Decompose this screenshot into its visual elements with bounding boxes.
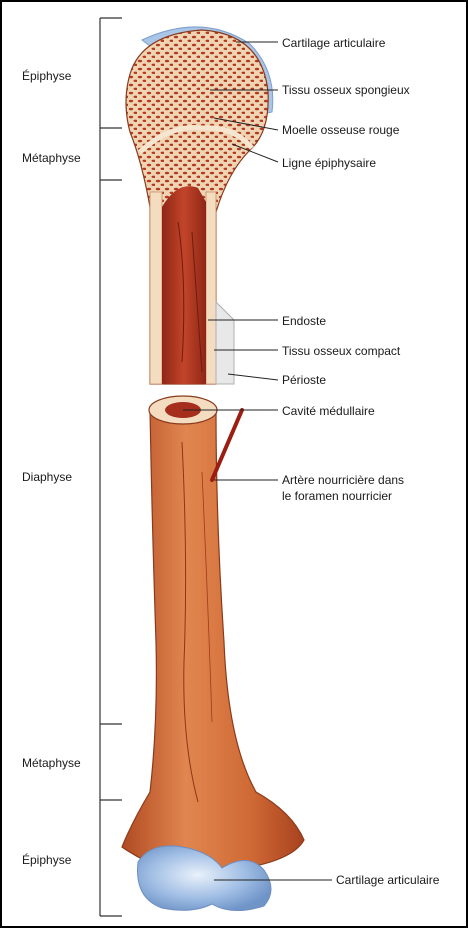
callout-cartilage-top: Cartilage articulaire <box>282 36 385 51</box>
callout-artere-line1: Artère nourricière dans <box>282 473 404 488</box>
callout-tissu-spongieux: Tissu osseux spongieux <box>282 83 410 98</box>
callout-tissu-compact: Tissu osseux compact <box>282 344 400 359</box>
periosteum-flap <box>216 302 234 384</box>
label-epiphyse-top: Épiphyse <box>22 69 71 84</box>
label-metaphyse-top: Métaphyse <box>22 151 81 166</box>
callout-cavite-medullaire: Cavité médullaire <box>282 404 375 419</box>
callout-endoste: Endoste <box>282 314 326 329</box>
callout-artere-line2: le foramen nourricier <box>282 489 392 504</box>
callout-ligne-epiphysaire: Ligne épiphysaire <box>282 156 376 171</box>
label-metaphyse-bottom: Métaphyse <box>22 756 81 771</box>
callout-cartilage-bottom: Cartilage articulaire <box>336 873 439 888</box>
callout-moelle-rouge: Moelle osseuse rouge <box>282 123 399 138</box>
region-bracket <box>100 18 122 916</box>
medullary-cavity-upper <box>162 186 206 384</box>
label-epiphyse-bottom: Épiphyse <box>22 853 71 868</box>
callout-perioste: Périoste <box>282 373 326 388</box>
label-diaphyse: Diaphyse <box>22 470 72 485</box>
